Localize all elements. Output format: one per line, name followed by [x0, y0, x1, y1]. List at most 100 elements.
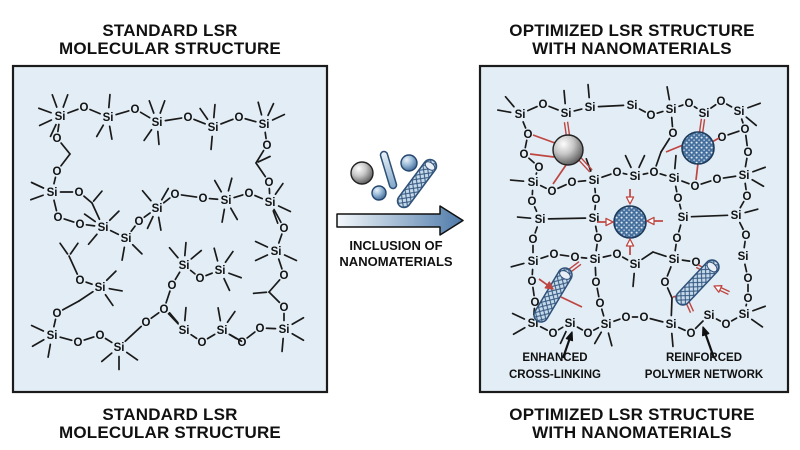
- annotation-arrow: [565, 331, 574, 342]
- silicon-atom-label: Si: [589, 213, 600, 225]
- silicon-atom-label: Si: [121, 233, 132, 245]
- methyl-bond: [121, 246, 126, 262]
- methyl-bond: [213, 247, 219, 262]
- silicon-atom-label: Si: [515, 109, 526, 121]
- oxygen-atom-label: O: [744, 147, 753, 159]
- oxygen-atom-label: O: [263, 140, 272, 152]
- methyl-bond: [108, 125, 113, 141]
- methyl-bond: [274, 182, 284, 196]
- methyl-bond: [281, 337, 285, 353]
- oxygen-atom-label: O: [718, 132, 727, 144]
- nanotube: [396, 158, 438, 209]
- arrows: [538, 189, 730, 359]
- methyl-bond: [257, 101, 263, 116]
- methyl-bond: [223, 277, 231, 292]
- embedded-nanoparticles: [533, 131, 720, 323]
- red-arrow: [605, 217, 614, 227]
- oxygen-atom-label: O: [135, 216, 144, 228]
- methyl-bond: [291, 332, 305, 342]
- oxygen-atom-label: O: [168, 280, 177, 292]
- oxygen-atom-label: O: [280, 270, 289, 282]
- silicon-atom-label: Si: [103, 112, 114, 124]
- silicon-atom-label: Si: [666, 104, 677, 116]
- methyl-bond: [670, 332, 674, 348]
- silicon-atom-label: Si: [734, 106, 745, 118]
- methyl-bond: [516, 216, 532, 220]
- oxygen-atom-label: O: [669, 128, 678, 140]
- oxygen-atom-label: O: [584, 328, 593, 340]
- methyl-bond: [607, 332, 613, 347]
- silicon-atom-label: Si: [590, 254, 601, 266]
- arrow-label-line: NANOMATERIALS: [339, 254, 453, 269]
- oxygen-atom-label: O: [550, 249, 559, 261]
- methyl-bond: [224, 250, 234, 264]
- annotation-line: POLYMER NETWORK: [644, 368, 764, 381]
- methyl-bond: [252, 291, 268, 295]
- methyl-bond: [666, 85, 671, 101]
- silicon-atom-label: Si: [208, 122, 219, 134]
- oxygen-atom-label: O: [531, 297, 540, 309]
- methyl-bond: [87, 233, 98, 246]
- methyl-bond: [227, 177, 233, 192]
- methyl-bond: [212, 103, 216, 119]
- oxygen-atom-label: O: [53, 166, 62, 178]
- oxygen-atom-label: O: [529, 234, 538, 246]
- methyl-bond: [509, 179, 525, 183]
- silicon-atom-label: Si: [152, 117, 163, 129]
- title-top-left: STANDARD LSR MOLECULAR STRUCTURE: [20, 22, 320, 57]
- oxygen-atom-label: O: [592, 277, 601, 289]
- methyl-bond: [183, 306, 187, 322]
- nanorod: [379, 150, 398, 190]
- methyl-bond: [559, 330, 567, 345]
- title-line: OPTIMIZED LSR STRUCTURE: [509, 21, 755, 40]
- methyl-bond: [277, 205, 292, 213]
- silicon-atom-label: Si: [704, 310, 715, 322]
- oxygen-atom-label: O: [539, 99, 548, 111]
- caption-line: OPTIMIZED LSR STRUCTURE: [509, 405, 755, 424]
- methyl-bond: [30, 324, 45, 332]
- methyl-bond: [217, 306, 222, 322]
- silicon-atom-label: Si: [55, 111, 66, 123]
- silicon-atom-label: Si: [589, 175, 600, 187]
- oxygen-atom-label: O: [613, 167, 622, 179]
- methyl-bond: [190, 249, 203, 260]
- methyl-bond: [510, 262, 525, 268]
- blue-nanoparticle: [400, 154, 418, 172]
- methyl-bond: [496, 109, 512, 114]
- caption-bottom-right: OPTIMIZED LSR STRUCTURE WITH NANOMATERIA…: [482, 406, 782, 441]
- silicon-atom-label: Si: [561, 108, 572, 120]
- mesh-pattern: [614, 206, 646, 238]
- methyl-bond: [168, 311, 179, 324]
- silicon-atom-label: Si: [95, 282, 106, 294]
- silicon-atom-label: Si: [627, 100, 638, 112]
- methyl-bond: [747, 102, 761, 109]
- silicon-atom-label: Si: [630, 259, 641, 271]
- bonds: [496, 83, 766, 348]
- oxygen-atom-label: O: [571, 252, 580, 264]
- oxygen-atom-label: O: [713, 174, 722, 186]
- silicon-atom-label: Si: [179, 325, 190, 337]
- oxygen-atom-label: O: [640, 312, 649, 324]
- caption-line: WITH NANOMATERIALS: [532, 422, 732, 442]
- oxygen-atom-label: O: [54, 212, 63, 224]
- inclusion-arrow-label: INCLUSION OF NANOMATERIALS: [316, 238, 476, 270]
- methyl-bond: [283, 254, 298, 262]
- methyl-bond: [226, 310, 236, 324]
- methyl-bond: [752, 305, 766, 312]
- red-arrow: [625, 196, 635, 205]
- methyl-bond: [228, 272, 242, 279]
- oxygen-atom-label: O: [171, 189, 180, 201]
- silicon-atom-label: Si: [528, 256, 539, 268]
- gray-nanoparticle: [350, 161, 374, 185]
- oxygen-atom-label: O: [75, 187, 84, 199]
- oxygen-atom-label: O: [76, 275, 85, 287]
- oxygen-atom-label: O: [160, 304, 169, 316]
- methyl-bond: [59, 242, 69, 255]
- oxygen-atom-label: O: [691, 181, 700, 193]
- oxygen-atom-label: O: [280, 223, 289, 235]
- oxygen-atom-label: O: [744, 293, 753, 305]
- methyl-bond: [593, 331, 603, 345]
- methyl-bond: [141, 189, 152, 202]
